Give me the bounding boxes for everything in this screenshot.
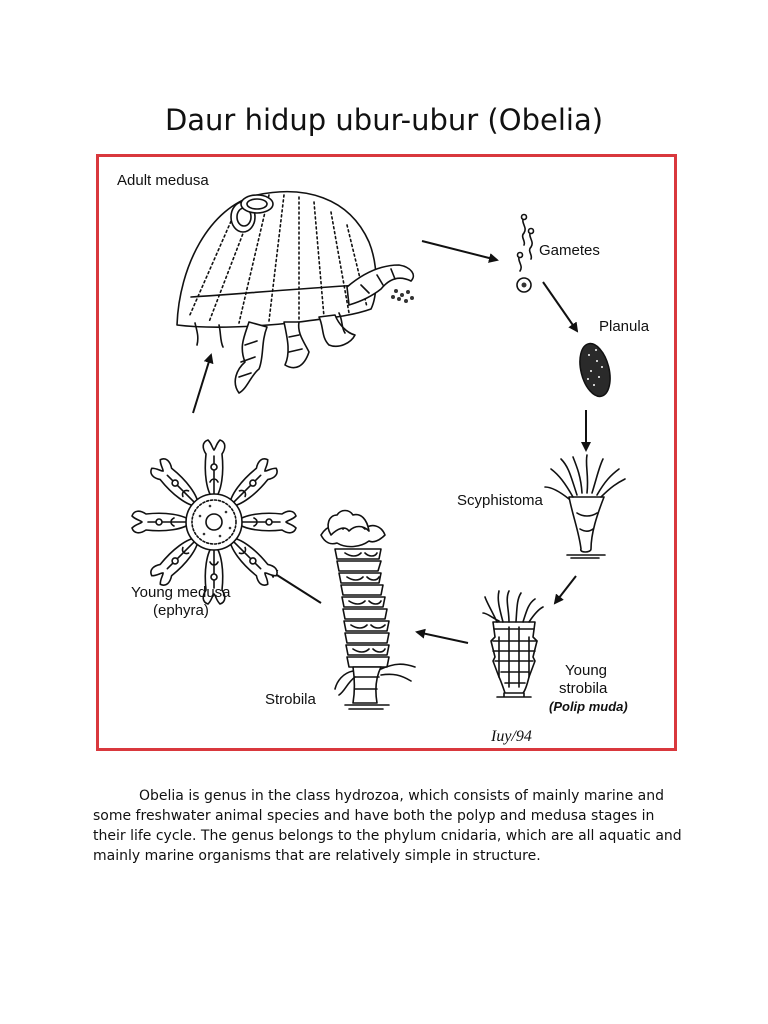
arrow-young-strobila-to-strobila (415, 628, 469, 644)
arrow-medusa-to-gametes (421, 240, 499, 263)
label-young-strobila-line1: Young (565, 662, 607, 679)
label-scyphistoma: Scyphistoma (457, 492, 544, 509)
life-cycle-diagram: Adult medusa Gametes Planula (96, 154, 677, 751)
label-young-medusa-line2: (ephyra) (153, 602, 209, 619)
label-gametes: Gametes (539, 242, 600, 259)
young-strobila-drawing (482, 590, 544, 698)
adult-medusa-drawing (176, 190, 415, 394)
label-planula: Planula (599, 318, 650, 335)
life-cycle-illustration: Adult medusa Gametes Planula (117, 172, 650, 745)
strobila-drawing (320, 509, 416, 710)
gametes-drawing (516, 213, 535, 293)
arrow-young-medusa-to-adult-medusa (192, 353, 214, 414)
arrow-gametes-to-planula (542, 281, 579, 333)
arrow-scyphistoma-to-young-strobila (553, 575, 577, 605)
scyphistoma-drawing (544, 454, 626, 559)
label-young-medusa-line1: Young medusa (131, 584, 231, 601)
young-medusa-drawing (131, 439, 297, 605)
artist-signature: Iuy/94 (490, 728, 532, 745)
label-young-strobila-note: (Polip muda) (549, 699, 628, 714)
planula-drawing (579, 342, 611, 398)
arrow-strobila-to-young-medusa (267, 568, 322, 604)
page-title: Daur hidup ubur-ubur (Obelia) (164, 103, 604, 138)
body-paragraph: Obelia is genus in the class hydrozoa, w… (93, 788, 682, 864)
label-adult-medusa: Adult medusa (117, 172, 209, 189)
label-young-strobila-line2: strobila (559, 680, 608, 697)
label-strobila: Strobila (265, 691, 317, 708)
